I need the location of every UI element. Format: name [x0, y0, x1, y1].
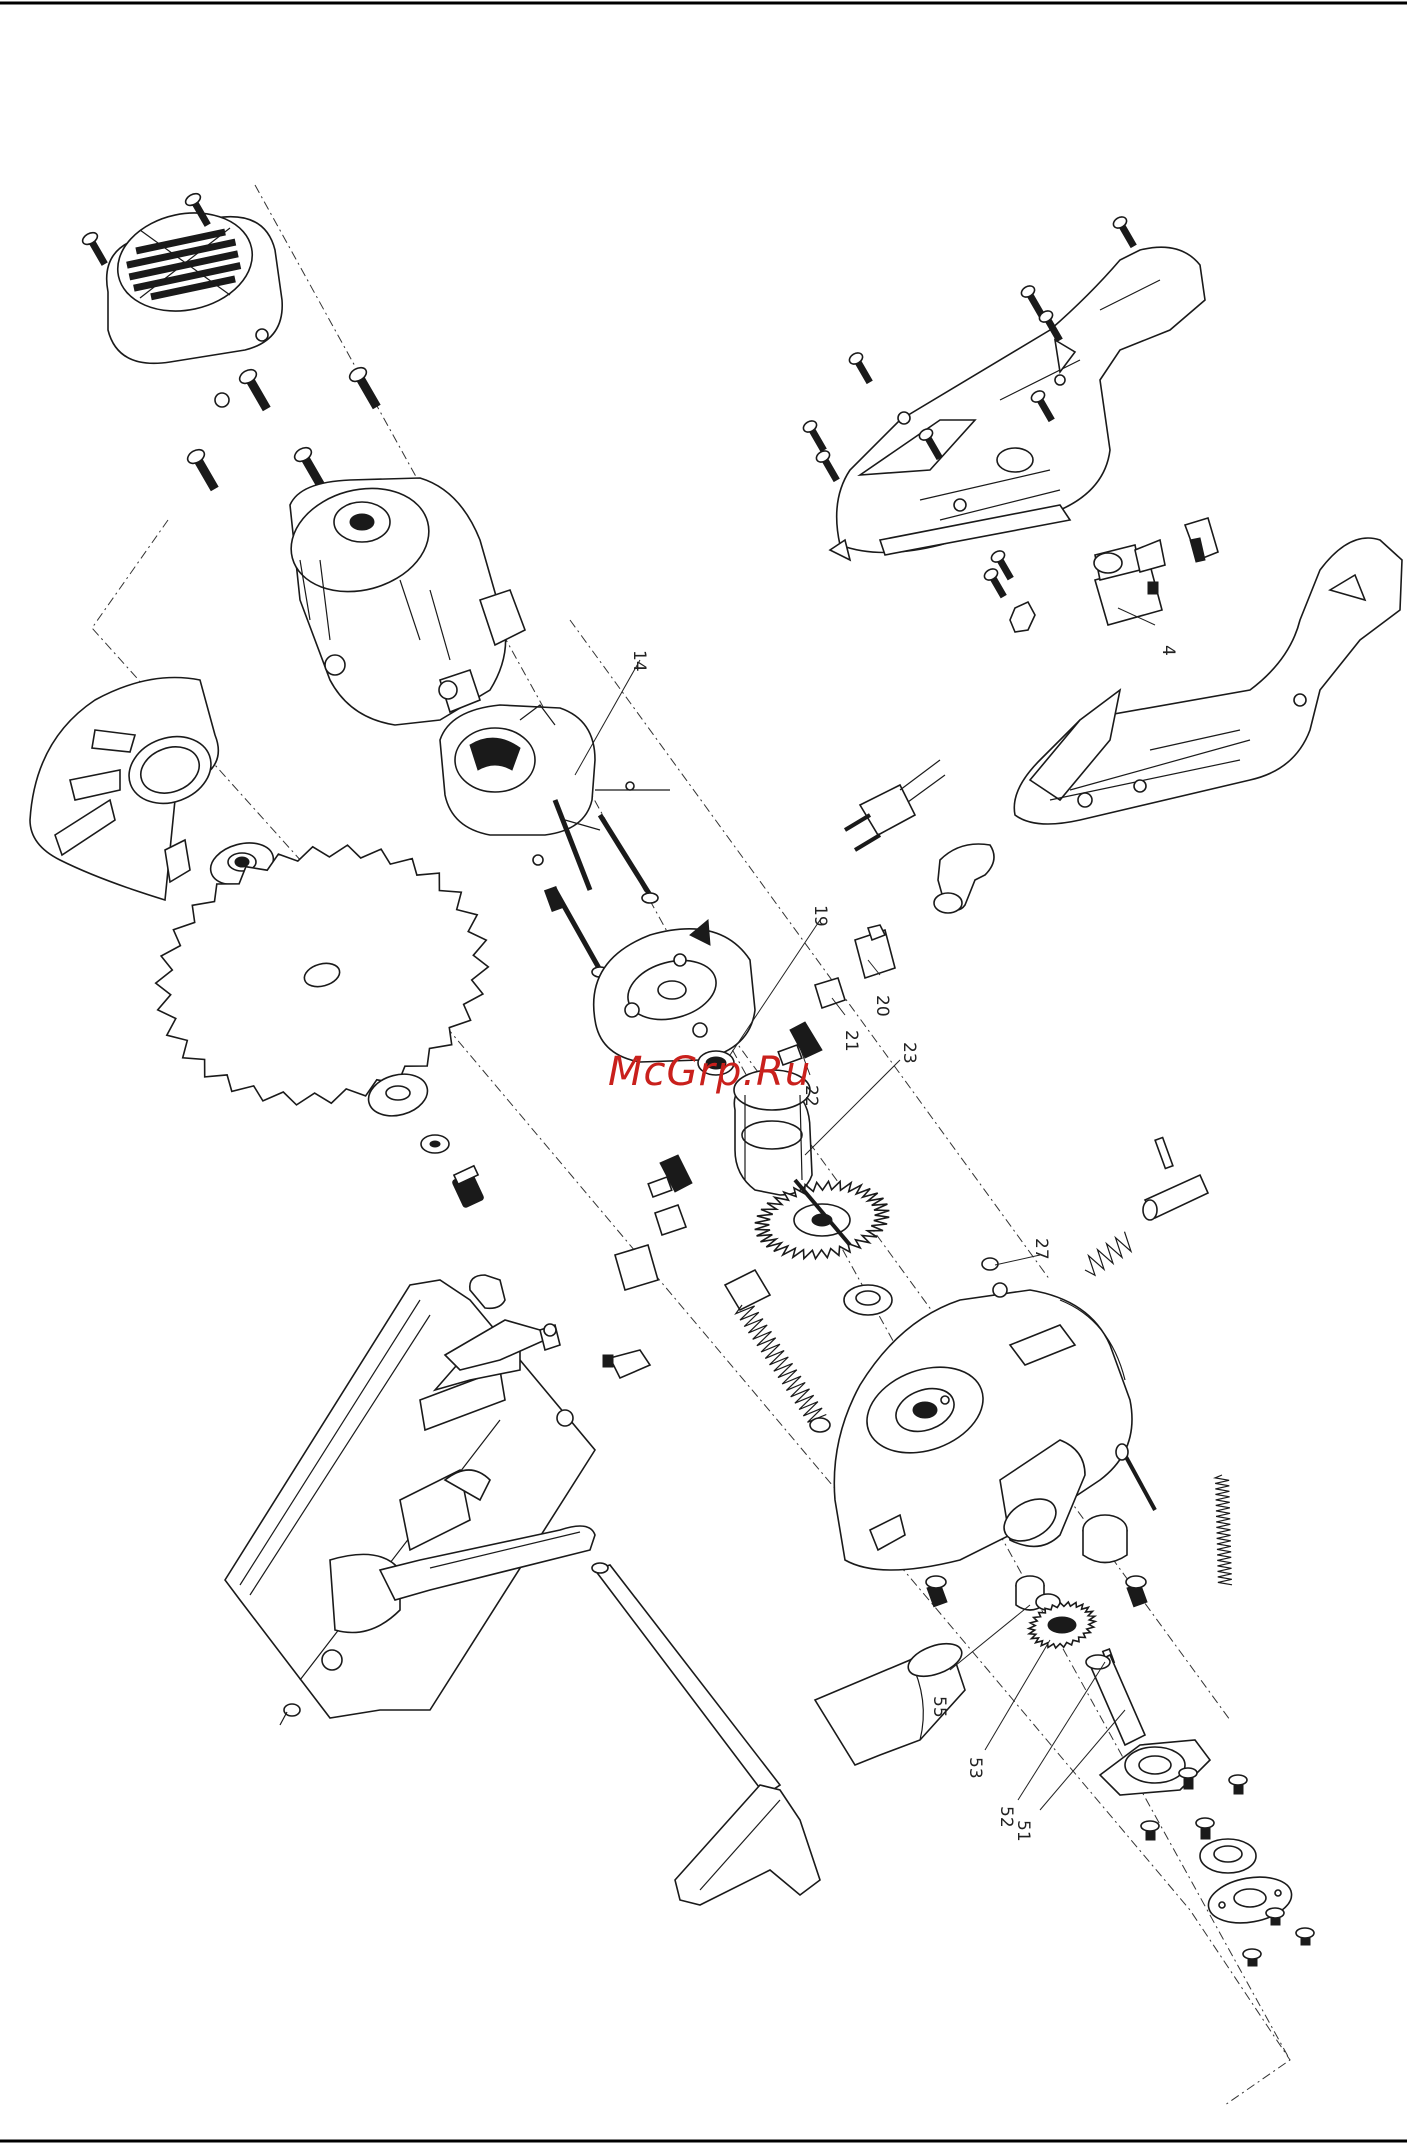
knob-depth-lock: [540, 1324, 560, 1350]
watermark-text: McGrp.Ru: [608, 1049, 811, 1095]
brush-cap: [855, 925, 895, 978]
guard-pin: [1155, 1138, 1173, 1169]
callout-4: 4: [1158, 645, 1178, 656]
knob-bevel-lock: [470, 1275, 505, 1308]
callout-55: 55: [929, 1696, 949, 1718]
spring-washer-27: [982, 1258, 998, 1270]
power-switch: [1094, 540, 1165, 625]
saw-blade: [156, 845, 489, 1105]
brush-holder-plate: [594, 920, 755, 1062]
callout-14: 14: [629, 650, 649, 672]
brush-cap-2: [615, 1245, 658, 1290]
callout-53: 53: [965, 1757, 985, 1779]
handle-half-upper: [830, 247, 1205, 560]
handle-half-lower: [1014, 538, 1402, 824]
gear-bearing: [844, 1285, 892, 1315]
blade-bolt: [452, 1166, 485, 1208]
rip-fence: [592, 1563, 820, 1905]
assembly-axis-lines: [92, 185, 1290, 2105]
carbon-brush-2: [648, 1155, 692, 1197]
switch-lock-button: [1185, 518, 1218, 562]
callout-19: 19: [810, 905, 830, 927]
base-pivot-screw: [280, 1704, 300, 1725]
motor-end-cap: [107, 201, 283, 363]
callout-20: 20: [872, 995, 892, 1017]
guard-torsion-spring: [1215, 1475, 1232, 1585]
brush-holder: [815, 978, 845, 1008]
cord-strain-relief: [934, 844, 994, 913]
callout-21: 21: [841, 1030, 861, 1052]
spindle-bearing: [1200, 1839, 1256, 1873]
motor-housing: [279, 474, 525, 725]
callout-27: 27: [1031, 1238, 1051, 1260]
callout-23: 23: [899, 1042, 919, 1064]
bushing: [1083, 1515, 1127, 1563]
gear-housing-bolt: [1116, 1444, 1155, 1510]
callout-51: 51: [1013, 1820, 1033, 1842]
upper-blade-guard: [30, 678, 220, 901]
bearing-retainer: [1205, 1871, 1295, 1929]
spindle-shaft-51: [1086, 1655, 1145, 1745]
base-plate: [225, 1280, 595, 1718]
power-plug: [845, 760, 945, 850]
guard-lever-pin: [1143, 1175, 1208, 1220]
guard-return-spring: [1085, 1232, 1131, 1276]
stator-field-coil: [440, 705, 670, 835]
depth-adjust-spring: [725, 1270, 830, 1432]
callout-52: 52: [996, 1806, 1016, 1828]
thumb-knob: [603, 1350, 650, 1378]
brush-holder-2: [655, 1205, 686, 1235]
